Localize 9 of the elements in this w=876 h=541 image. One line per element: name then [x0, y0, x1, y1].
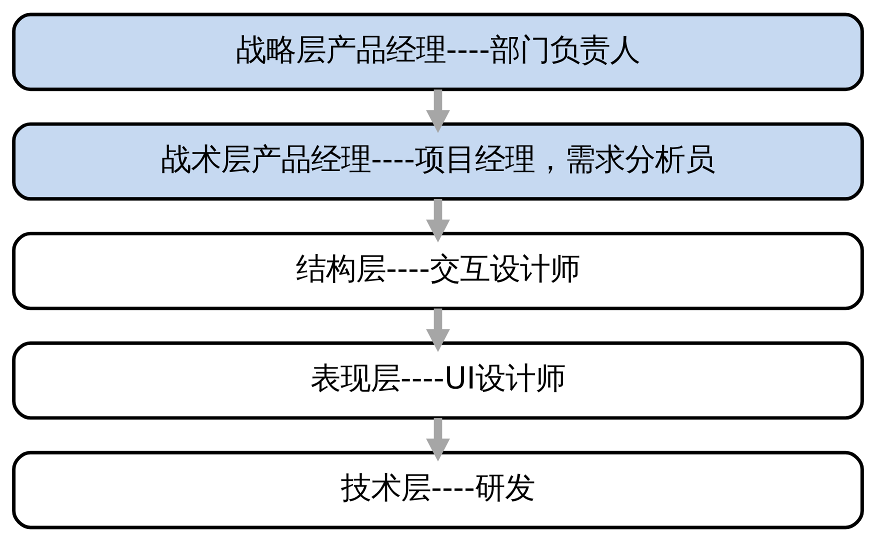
arrow	[426, 308, 450, 352]
arrow	[426, 418, 450, 461]
node-box: 技术层----研发	[12, 450, 864, 529]
node-box: 战术层产品经理----项目经理，需求分析员	[12, 122, 864, 200]
node-box: 表现层----UI设计师	[12, 340, 864, 420]
arrow	[426, 89, 450, 132]
arrow	[426, 198, 450, 242]
node-box: 战略层产品经理----部门负责人	[12, 12, 864, 91]
node-box: 结构层----交互设计师	[12, 231, 864, 310]
